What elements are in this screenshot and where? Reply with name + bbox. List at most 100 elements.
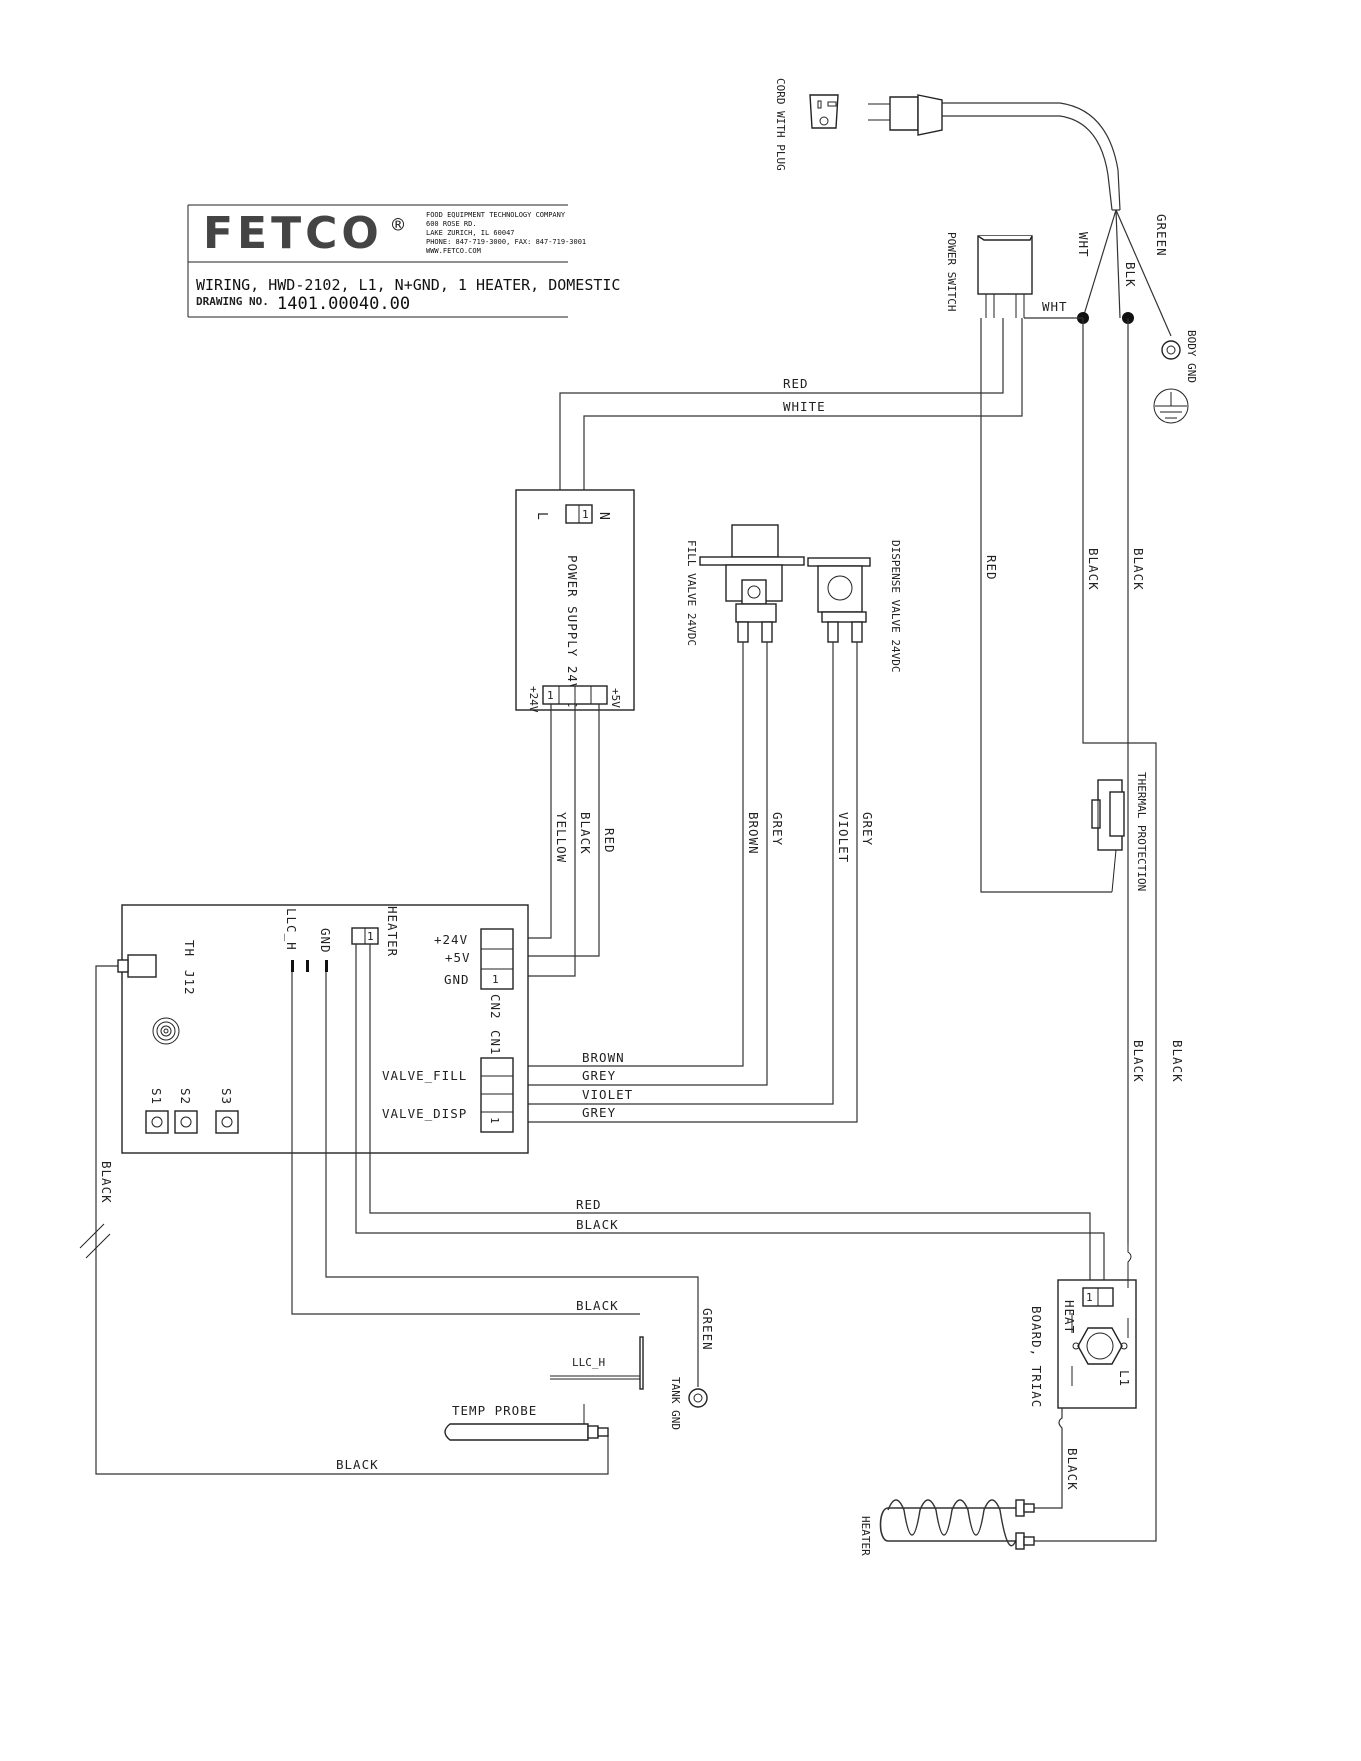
ctrl-th: TH [182, 940, 197, 957]
ctrl-llc-h: LLC_H [284, 908, 299, 951]
ctrl-5v: +5V [445, 950, 471, 965]
wire-red-top: RED [783, 376, 809, 391]
drawing-no: 1401.00040.00 [277, 294, 410, 314]
temp-probe: BLACK BLACK TEMP PROBE [79, 965, 609, 1475]
board-triac: 1 HEAT L1 BOARD, TRIAC BLACK [1029, 1244, 1137, 1509]
cord-label: CORD WITH PLUG [774, 78, 787, 171]
black-mains-wires: BLACK BLACK BLACK BLACK [1034, 318, 1185, 1542]
wire-violet-v: VIOLET [836, 812, 851, 863]
ctrl-valve-fill: VALVE_FILL [382, 1068, 467, 1083]
power-supply-label: POWER SUPPLY 24VDC [565, 555, 580, 708]
cn1-label: CN1 [488, 1030, 503, 1056]
ctrl-j12: J12 [182, 970, 197, 996]
fill-valve: FILL VALVE 24VDC [685, 524, 805, 646]
address-line-5: WWW.FETCO.COM [426, 247, 481, 255]
controller-board: 1 +24V +5V GND CN2 CN1 1 VALVE_FILL VALV… [117, 904, 529, 1154]
wire-brown-v: BROWN [746, 812, 761, 855]
wire-red-thermal: RED [984, 555, 999, 581]
cord-wht-label: WHT [1076, 232, 1091, 258]
cord-green-label: GREEN [1154, 214, 1169, 257]
dispense-valve: DISPENSE VALVE 24VDC [807, 540, 902, 672]
tank-gnd: GREEN TANK GND [325, 972, 715, 1430]
ground-symbol [1153, 388, 1189, 424]
ps-pin-L: L [534, 512, 549, 520]
fill-valve-label: FILL VALVE 24VDC [685, 540, 698, 646]
heater-pin1: 1 [367, 930, 374, 943]
thermal-protection-label: THERMAL PROTECTION [1135, 772, 1148, 891]
triac-heat-label: HEAT [1062, 1300, 1077, 1334]
wire-black-probe-h: BLACK [336, 1457, 379, 1472]
power-switch: POWER SWITCH WHT [945, 232, 1083, 319]
thermal-protection: THERMAL PROTECTION [1091, 772, 1148, 893]
ctrl-heater: HEATER [385, 906, 400, 957]
ps-pin-N: N [596, 512, 611, 520]
ps-pin-1-bottom: 1 [547, 689, 554, 702]
wire-black-triac: BLACK [1065, 1448, 1080, 1491]
cn1-connector [480, 1057, 514, 1133]
ps-pin-1-top: 1 [582, 508, 589, 521]
switch-s2[interactable]: S2 [174, 1088, 198, 1134]
dispense-valve-label: DISPENSE VALVE 24VDC [889, 540, 902, 672]
cn2-label: CN2 [488, 994, 503, 1020]
ps-pin-5v: +5V [609, 688, 622, 708]
heater-label: HEATER [859, 1516, 872, 1556]
address-line-2: 600 ROSE RD. [426, 220, 477, 228]
wire-yellow: YELLOW [554, 812, 569, 863]
wire-grey-v1: GREY [770, 812, 785, 846]
wire-black-right-2: BLACK [1170, 1040, 1185, 1083]
wire-black-ps: BLACK [578, 812, 593, 855]
drawing-title: WIRING, HWD-2102, L1, N+GND, 1 HEATER, D… [196, 276, 620, 294]
cord-conductors: WHT BLK GREEN BODY GND [1076, 209, 1198, 424]
power-switch-label: POWER SWITCH [945, 232, 958, 311]
wire-red-ps: RED [602, 828, 617, 854]
wire-black-probe-v: BLACK [99, 1161, 114, 1204]
wire-white-top: WHITE [783, 399, 826, 414]
switch-wht-label: WHT [1042, 299, 1068, 314]
ctrl-gnd: GND [318, 928, 333, 954]
buzzer-icon [152, 1017, 180, 1045]
ctrl-s3: S3 [219, 1088, 234, 1105]
ctrl-s1: S1 [149, 1088, 164, 1105]
wire-black-llc: BLACK [576, 1298, 619, 1313]
title-block: FETCO ® FOOD EQUIPMENT TECHNOLOGY COMPAN… [187, 204, 620, 318]
wire-black-jnc1: BLACK [1086, 548, 1101, 591]
cn2-connector [480, 928, 514, 990]
board-triac-label: BOARD, TRIAC [1029, 1306, 1044, 1408]
registered-mark: ® [392, 213, 405, 237]
wire-red-heater: RED [576, 1197, 602, 1212]
power-supply: 1 L N POWER SUPPLY 24VDC 1 +24V +5V [515, 489, 635, 713]
wire-grey-h1: GREY [582, 1068, 616, 1083]
triac-l1-label: L1 [1117, 1370, 1132, 1387]
ps-pin-24v: +24V [527, 686, 540, 713]
switch-s1[interactable]: S1 [145, 1088, 169, 1134]
cn2-pin1: 1 [492, 973, 499, 986]
address-line-4: PHONE: 847-719-3000, FAX: 847-719-3001 [426, 238, 586, 246]
cn1-pin1: 1 [488, 1117, 501, 1124]
temp-probe-label: TEMP PROBE [452, 1403, 537, 1418]
address-line-1: FOOD EQUIPMENT TECHNOLOGY COMPANY [426, 211, 566, 219]
wire-green-tank: GREEN [700, 1308, 715, 1351]
body-gnd-terminal [1161, 340, 1181, 360]
ctrl-gnd-cn2: GND [444, 972, 470, 987]
cord-blk-label: BLK [1123, 262, 1138, 288]
wire-black-jnc2: BLACK [1131, 548, 1146, 591]
ctrl-24v: +24V [434, 932, 468, 947]
wire-black-right-1: BLACK [1131, 1040, 1146, 1083]
triac-pin1: 1 [1086, 1291, 1093, 1304]
ps-output-wires: YELLOW BLACK RED [513, 704, 617, 977]
ctrl-valve-disp: VALVE_DISP [382, 1106, 467, 1121]
switch-s3[interactable]: S3 [215, 1088, 239, 1134]
address-line-3: LAKE ZURICH, IL 60047 [426, 229, 515, 237]
llc-h-probe-label: LLC_H [572, 1356, 605, 1369]
wire-black-heater: BLACK [576, 1217, 619, 1232]
body-gnd-label: BODY GND [1185, 330, 1198, 383]
cord-with-plug: CORD WITH PLUG [774, 78, 1121, 211]
llc-h-probe: BLACK LLC_H [291, 972, 644, 1390]
tank-gnd-label: TANK GND [669, 1377, 682, 1430]
ctrl-s2: S2 [178, 1088, 193, 1105]
heater-element: HEATER [859, 1499, 1035, 1556]
ps-feed-wires: RED WHITE RED [559, 318, 1112, 893]
valve-wires: BROWN GREY VIOLET GREY BROWN GREY VIOLET… [513, 642, 875, 1123]
wire-brown-h: BROWN [582, 1050, 625, 1065]
